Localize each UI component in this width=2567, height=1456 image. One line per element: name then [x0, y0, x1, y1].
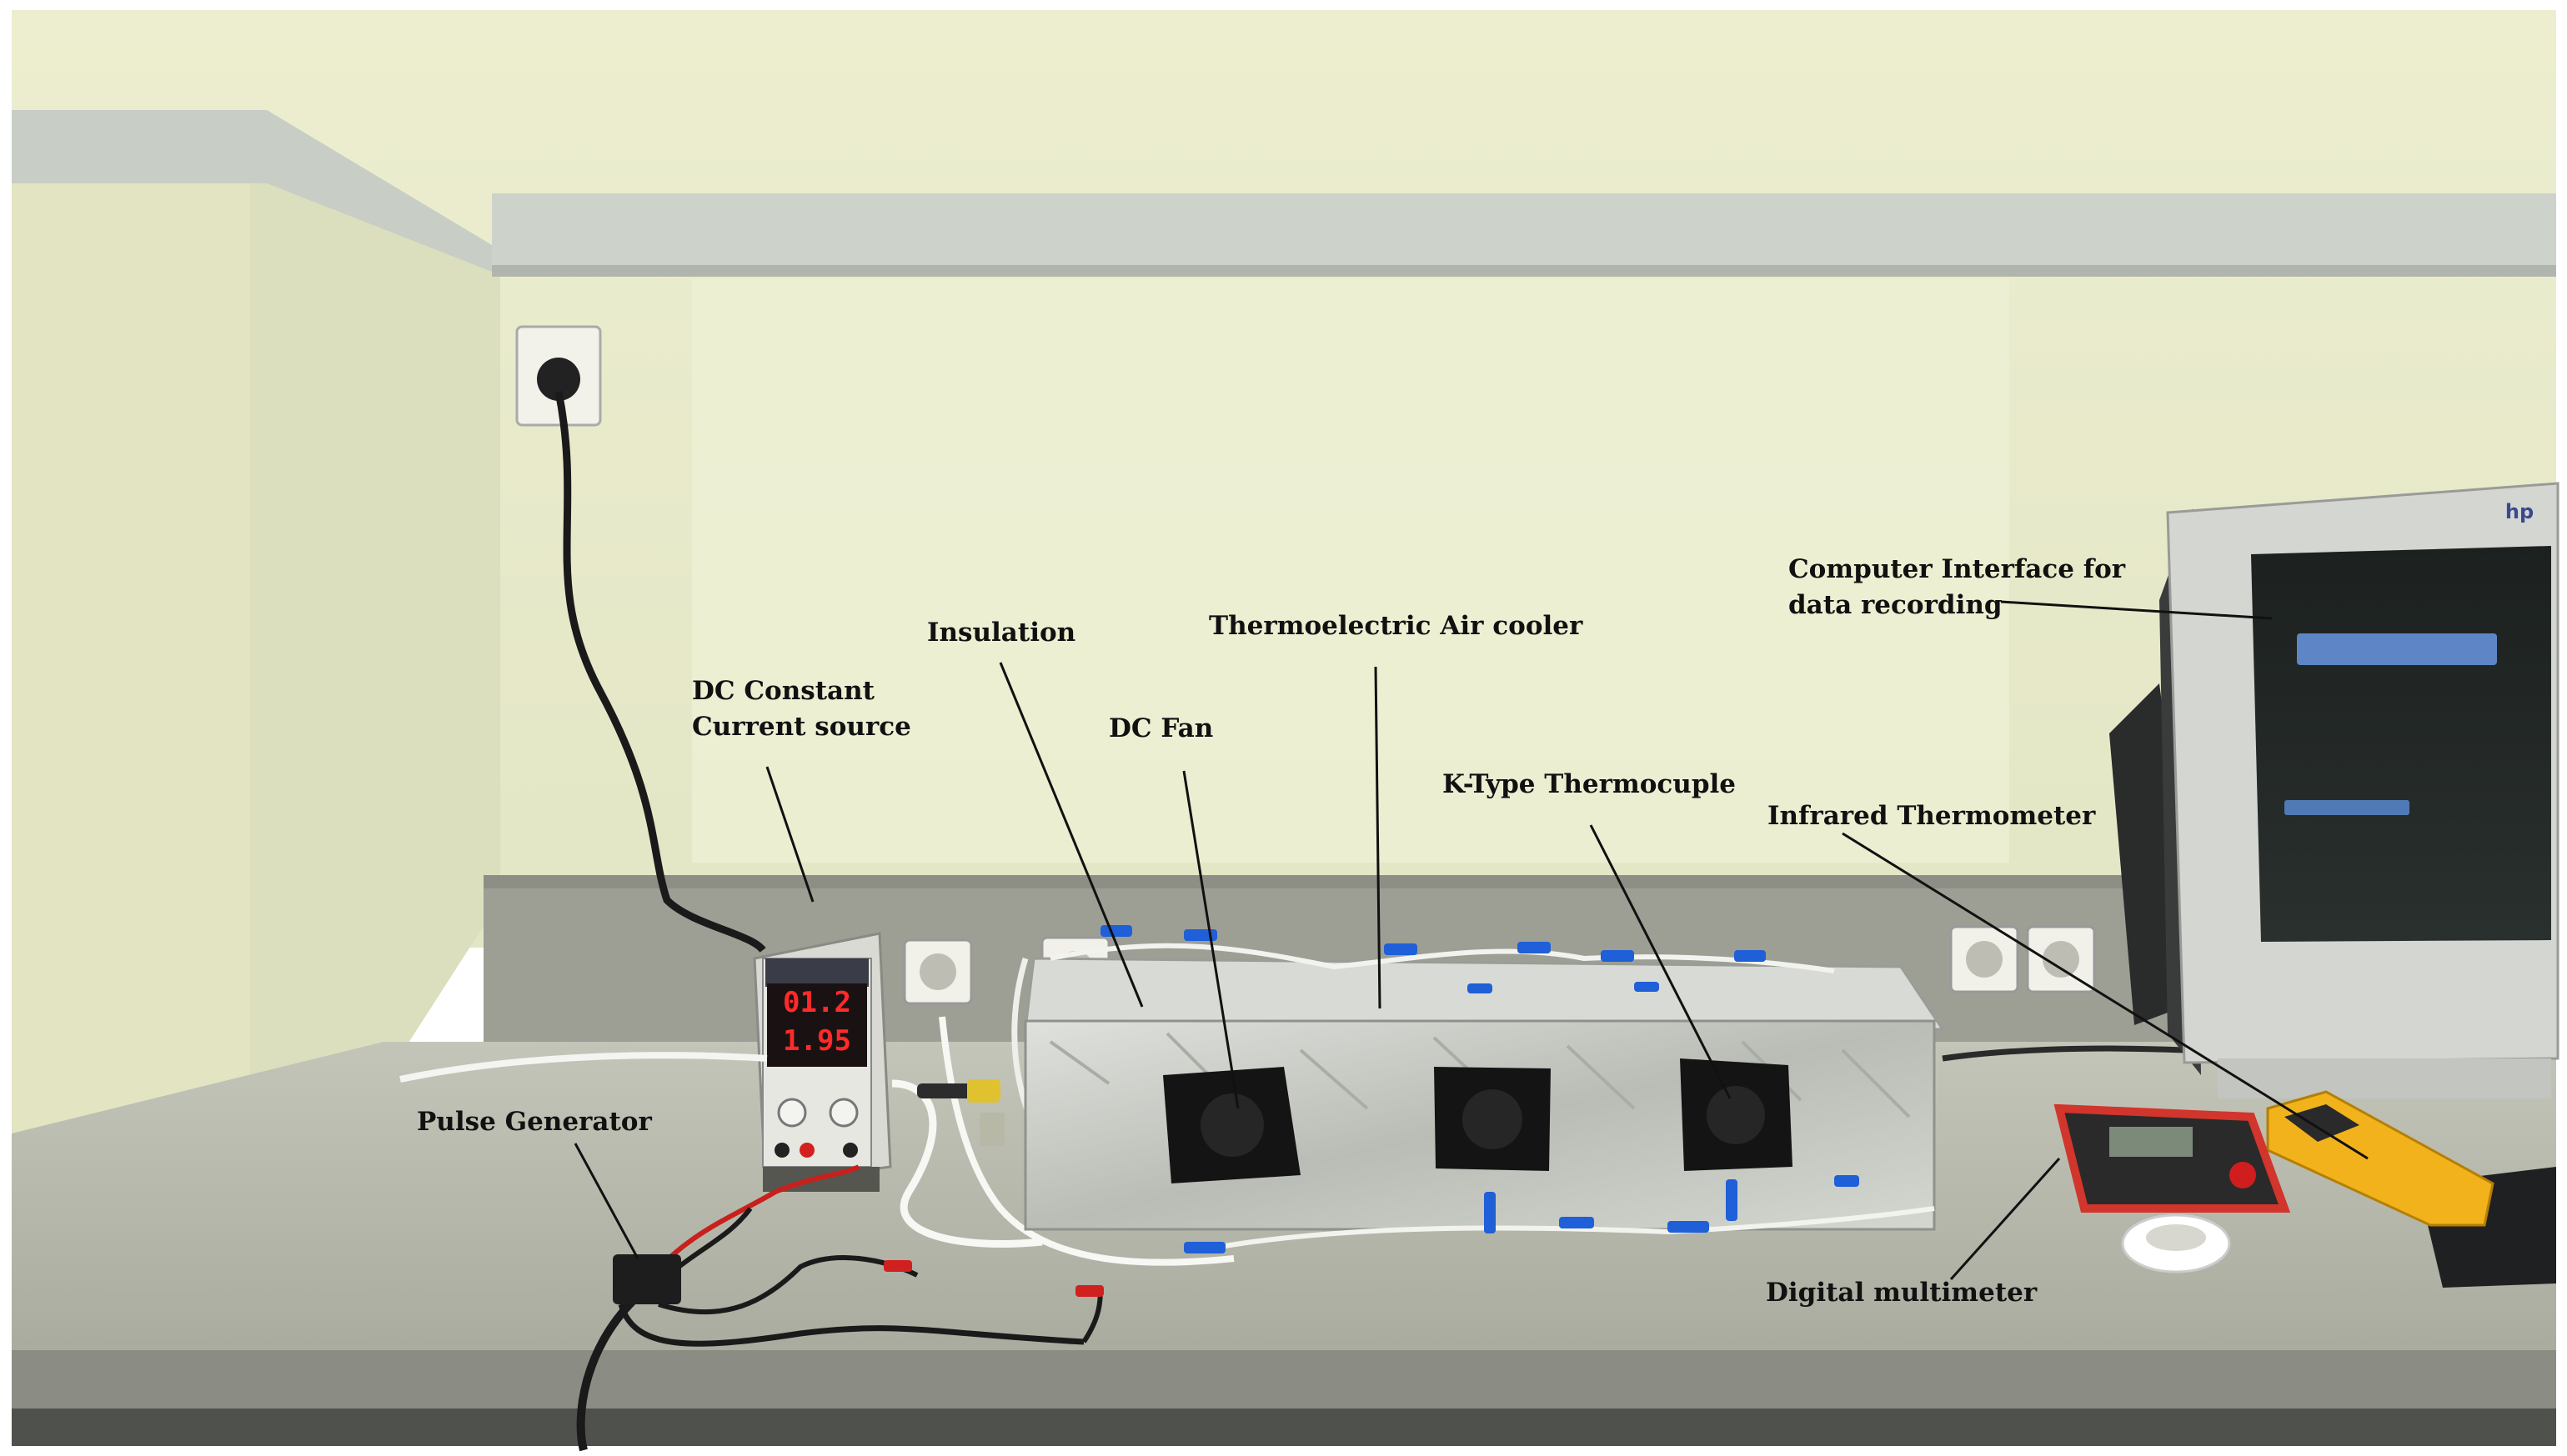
- power-cord: [554, 391, 766, 953]
- dc-fan-right: [1680, 1058, 1792, 1171]
- label-k-type-thermocouple: K-Type Thermocuple: [1442, 769, 1737, 799]
- infrared-thermometer: [2266, 1090, 2494, 1227]
- desk-edge: [12, 1350, 2556, 1408]
- voltage-readout: 01.2: [783, 986, 851, 1019]
- label-digital-multimeter: Digital multimeter: [1766, 1278, 2038, 1308]
- hp-logo: hp: [2505, 500, 2534, 523]
- label-pulse-generator: Pulse Generator: [417, 1107, 652, 1137]
- tools: [917, 1079, 1005, 1146]
- thermoelectric-air-cooler: [1024, 925, 1945, 1253]
- callout-leaders: [574, 600, 2369, 1281]
- digital-multimeter: [2053, 1103, 2291, 1213]
- label-insulation: Insulation: [927, 618, 1076, 648]
- label-dc-constant-current-source: DC Constant Current source: [692, 676, 911, 742]
- shelf-left: [12, 110, 500, 275]
- label-thermoelectric-air-cooler: Thermoelectric Air cooler: [1209, 611, 1583, 641]
- dc-fan-left: [1163, 1067, 1301, 1183]
- left-wall: [12, 175, 262, 1133]
- pulse-generator: [613, 1254, 1104, 1304]
- wall-corner-pillar: [250, 175, 500, 1133]
- dc-power-supply: 01.2 1.95: [753, 932, 892, 1192]
- screen-bar-2: [2284, 800, 2409, 815]
- wall-socket-top: [515, 325, 602, 427]
- label-infrared-thermometer: Infrared Thermometer: [1767, 801, 2096, 831]
- dc-fan-center: [1434, 1067, 1551, 1171]
- label-dc-fan: DC Fan: [1109, 713, 1214, 743]
- blue-tape: [1101, 925, 1859, 1253]
- computer-monitor: hp: [2109, 482, 2559, 1098]
- screen-bar-1: [2297, 633, 2497, 665]
- tape-roll: [2121, 1213, 2231, 1273]
- thermocouple-wires: [1050, 943, 1835, 973]
- label-computer-interface: Computer Interface for data recording: [1788, 554, 2126, 620]
- current-readout: 1.95: [783, 1024, 851, 1058]
- shelf: [492, 193, 2556, 273]
- wall-panel: [692, 279, 2009, 863]
